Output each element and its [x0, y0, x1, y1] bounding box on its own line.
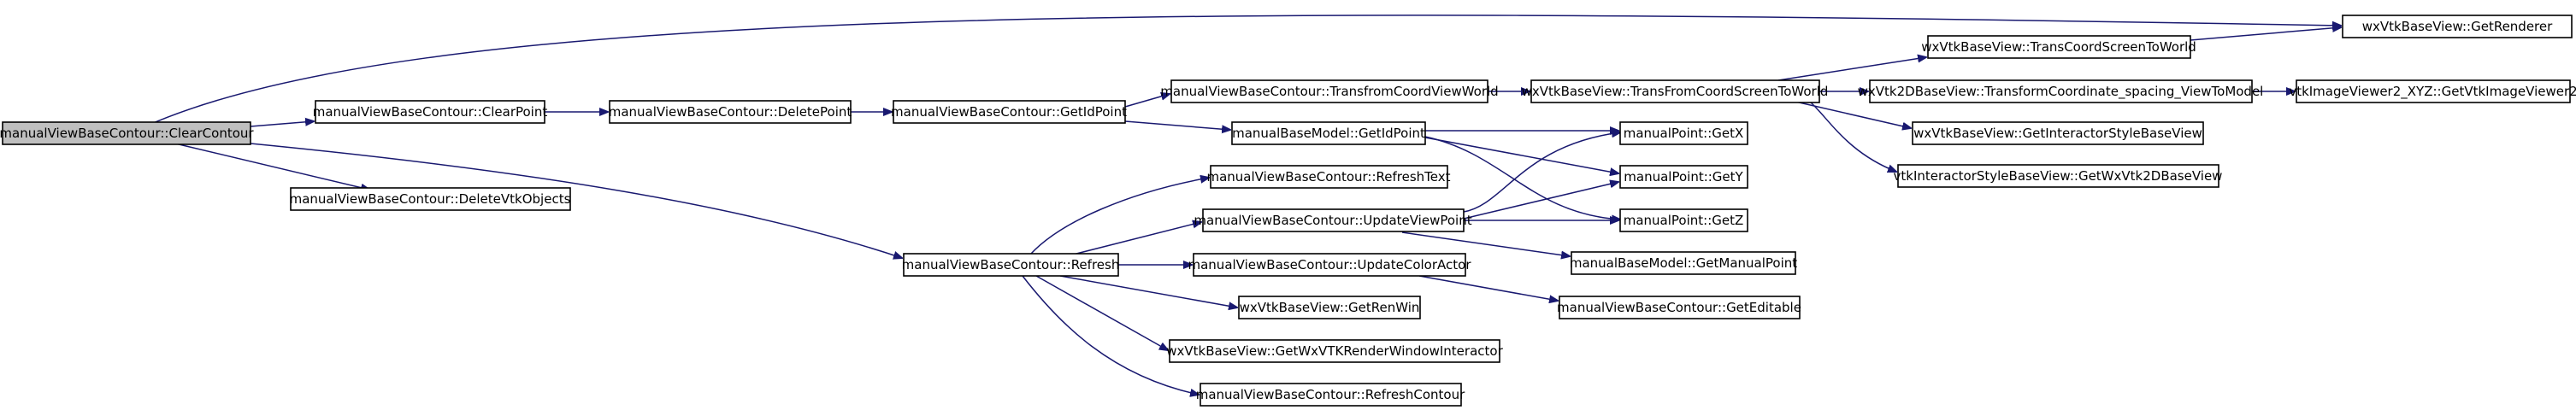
edge-screentoworld-getinteractorstyle [1795, 101, 1911, 128]
node-label: manualViewBaseContour::Refresh [902, 257, 1120, 272]
node-label: manualBaseModel::GetIdPoint [1232, 126, 1425, 141]
node-getz[interactable]: manualPoint::GetZ [1619, 208, 1748, 232]
node-label: manualPoint::GetY [1624, 169, 1743, 184]
node-deletevtk[interactable]: manualViewBaseContour::DeleteVtkObjects [290, 187, 571, 211]
edges [144, 15, 2341, 395]
node-label: vtkImageViewer2_XYZ::GetVtkImageViewer2 [2289, 84, 2576, 100]
node-label: manualViewBaseContour::DeletePoint [609, 104, 852, 120]
node-label: manualViewBaseContour::UpdateViewPoint [1194, 213, 1471, 228]
node-getmanualpoint[interactable]: manualBaseModel::GetManualPoint [1570, 251, 1797, 275]
node-label: wxVtkBaseView::TransCoordScreenToWorld [1921, 39, 2196, 55]
node-geteditable[interactable]: manualViewBaseContour::GetEditable [1557, 296, 1801, 319]
node-getwxvtkrwi[interactable]: wxVtkBaseView::GetWxVTKRenderWindowInter… [1166, 339, 1504, 363]
edge-refresh-updateviewpoint [1072, 222, 1201, 255]
node-transcoordscreentoworld[interactable]: wxVtkBaseView::TransCoordScreenToWorld [1921, 35, 2196, 59]
node-clearcontour[interactable]: manualViewBaseContour::ClearContour [0, 121, 254, 145]
edge-screentoworld-transcoordscreentoworld [1777, 57, 1926, 81]
node-label: manualViewBaseContour::UpdateColorActor [1188, 257, 1472, 272]
node-clearpoint[interactable]: manualViewBaseContour::ClearPoint [313, 100, 548, 124]
node-updatecoloractor[interactable]: manualViewBaseContour::UpdateColorActor [1188, 253, 1472, 277]
edge-model-getidpoint-getz [1424, 136, 1620, 220]
node-getrenwin[interactable]: wxVtkBaseView::GetRenWin [1238, 296, 1421, 319]
edge-screentoworld-getwxvtk2dbaseview [1809, 101, 1896, 172]
node-label: manualViewBaseContour::ClearPoint [313, 104, 548, 120]
node-label: wxVtkBaseView::GetInteractorStyleBaseVie… [1913, 126, 2202, 141]
node-label: manualPoint::GetZ [1624, 213, 1744, 228]
node-label: wxVtk2DBaseView::TransformCoordinate_spa… [1858, 84, 2264, 100]
node-gety[interactable]: manualPoint::GetY [1619, 165, 1748, 189]
node-label: wxVtkBaseView::GetRenderer [2362, 19, 2553, 34]
edge-model-getidpoint-gety [1424, 137, 1618, 173]
node-refreshtext[interactable]: manualViewBaseContour::RefreshText [1206, 165, 1451, 189]
node-label: wxVtkBaseView::GetRenWin [1240, 300, 1420, 315]
edge-refresh-refreshtext [1029, 178, 1209, 255]
node-label: manualViewBaseContour::GetEditable [1557, 300, 1801, 315]
node-getx[interactable]: manualPoint::GetX [1619, 121, 1748, 145]
node-transfromcoordscreentoworld[interactable]: wxVtkBaseView::TransFromCoordScreenToWor… [1522, 79, 1829, 103]
node-getidpoint[interactable]: manualViewBaseContour::GetIdPoint [891, 100, 1127, 124]
node-label: manualPoint::GetX [1624, 126, 1744, 141]
node-getvtkimageviewer2[interactable]: vtkImageViewer2_XYZ::GetVtkImageViewer2 [2289, 79, 2576, 103]
node-refreshcontour[interactable]: manualViewBaseContour::RefreshContour [1196, 383, 1465, 407]
node-label: manualViewBaseContour::GetIdPoint [891, 104, 1127, 120]
node-label: manualViewBaseContour::RefreshText [1206, 169, 1450, 184]
node-refresh[interactable]: manualViewBaseContour::Refresh [902, 253, 1120, 277]
node-transfromcoordviewworld[interactable]: manualViewBaseContour::TransfromCoordVie… [1160, 79, 1499, 103]
node-label: manualViewBaseContour::RefreshContour [1196, 387, 1465, 402]
node-label: wxVtkBaseView::GetWxVTKRenderWindowInter… [1166, 343, 1503, 359]
node-getinteractorstyle[interactable]: wxVtkBaseView::GetInteractorStyleBaseVie… [1912, 121, 2204, 145]
node-label: manualViewBaseContour::DeleteVtkObjects [290, 191, 571, 207]
node-label: wxVtkBaseView::TransFromCoordScreenToWor… [1522, 84, 1829, 99]
node-getwxvtk2dbaseview[interactable]: vtkInteractorStyleBaseView::GetWxVtk2DBa… [1894, 164, 2223, 188]
node-model-getidpoint[interactable]: manualBaseModel::GetIdPoint [1231, 121, 1426, 145]
edge-clearcontour-deletevtk [174, 143, 369, 190]
edge-updateviewpoint-getmanualpoint [1401, 231, 1570, 256]
node-label: vtkInteractorStyleBaseView::GetWxVtk2DBa… [1894, 168, 2223, 184]
edge-updateviewpoint-getx [1463, 132, 1620, 213]
edge-getidpoint-transfromcoordviewworld [1124, 94, 1170, 108]
edge-refresh-refreshcontour [1022, 275, 1199, 395]
nodes: manualViewBaseContour::ClearContour manu… [0, 15, 2576, 407]
node-transformcoordinate[interactable]: wxVtk2DBaseView::TransformCoordinate_spa… [1858, 79, 2264, 103]
edge-clearcontour-getrenderer [144, 15, 2341, 127]
node-label: manualViewBaseContour::ClearContour [0, 126, 254, 141]
node-updateviewpoint[interactable]: manualViewBaseContour::UpdateViewPoint [1194, 208, 1472, 232]
node-deletepoint[interactable]: manualViewBaseContour::DeletePoint [609, 100, 852, 124]
edge-updateviewpoint-gety [1463, 182, 1618, 220]
node-label: manualViewBaseContour::TransfromCoordVie… [1160, 84, 1498, 99]
edge-transcoordscreentoworld-getrenderer [2190, 27, 2341, 41]
node-getrenderer[interactable]: wxVtkBaseView::GetRenderer [2342, 15, 2573, 38]
edge-getidpoint-model-getidpoint [1124, 120, 1230, 130]
edge-updatecoloractor-geteditable [1418, 275, 1558, 301]
edge-clearcontour-refresh [250, 143, 902, 258]
edge-refresh-getwxvtkrwi [1035, 275, 1168, 350]
edge-clearcontour-clearpoint [250, 121, 314, 127]
node-label: manualBaseModel::GetManualPoint [1570, 255, 1797, 271]
edge-refresh-getrenwin [1059, 275, 1237, 308]
